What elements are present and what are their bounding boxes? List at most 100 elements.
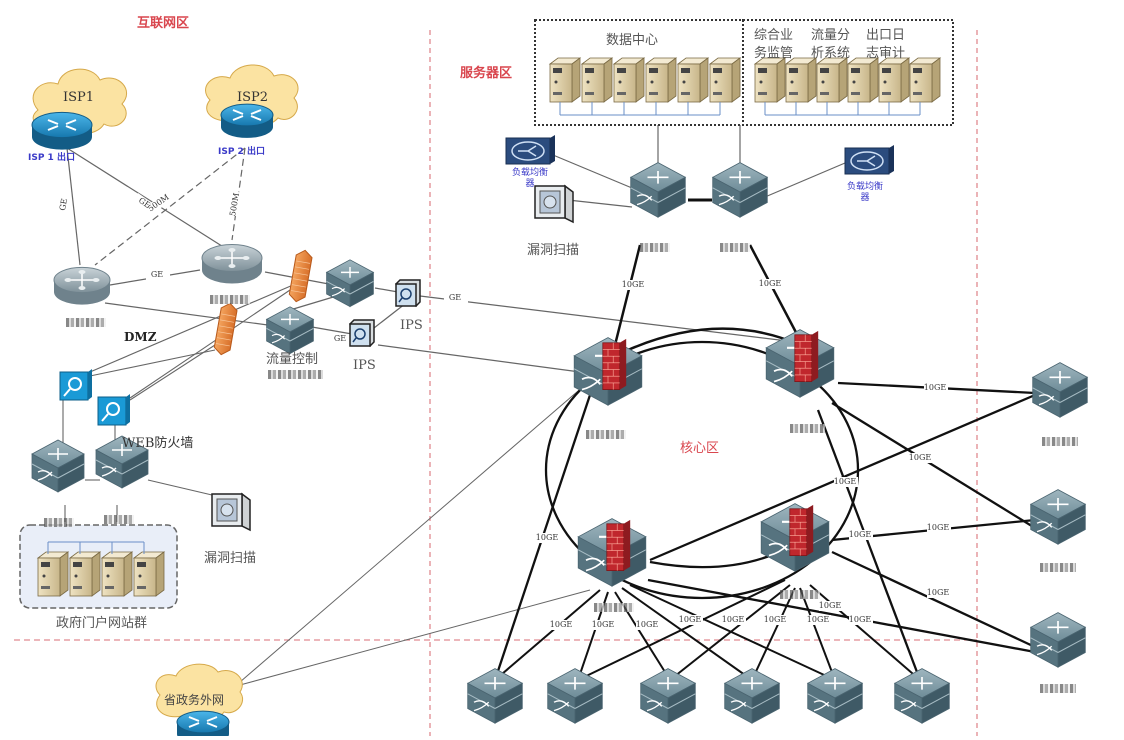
isp1-exit-label: ISP 1 出口 [28, 153, 75, 163]
isp2-name: ISP2 [237, 90, 269, 105]
svc-log-audit-label: 出口日 志审计 [866, 28, 906, 61]
core-firewall-switch-3-icon [577, 518, 647, 587]
portal-server-4-icon [132, 551, 166, 597]
edge-switch-1-icon [1031, 362, 1089, 418]
portal-server-1-icon [36, 551, 70, 597]
service-server-4-icon [846, 57, 880, 103]
service-server-6-icon [908, 57, 942, 103]
ips-2-label: IPS [353, 358, 376, 373]
web-firewall-2-icon [97, 394, 130, 426]
access-switch-5-icon [806, 668, 864, 724]
link-label: 10GE [722, 615, 745, 624]
obscured-label [720, 243, 750, 252]
link-label: 500M [228, 192, 241, 217]
link-label: 10GE [636, 620, 659, 629]
isp1-router-icon [31, 111, 93, 150]
link-label: GE [58, 198, 69, 212]
access-switch-2-icon [546, 668, 604, 724]
svc-supervision-label: 综合业 务监管 [754, 28, 794, 61]
obscured-label [640, 243, 670, 252]
vuln-scanner-server-icon [534, 184, 574, 224]
obscured-label [1042, 437, 1078, 446]
datacenter-server-4-icon [644, 57, 678, 103]
access-switch-4-icon [723, 668, 781, 724]
zone-title-core: 核心区 [680, 441, 720, 456]
lb-left-label: 负载均衡 器 [511, 168, 548, 189]
obscured-label [1040, 684, 1076, 693]
data-center-label: 数据中心 [606, 33, 659, 48]
obscured-label [104, 515, 134, 524]
obscured-label [268, 370, 323, 379]
link-label: GE [151, 270, 163, 279]
link-label: 10GE [819, 601, 842, 610]
link-label: GE [449, 293, 461, 302]
dmz-label: DMZ [124, 330, 157, 344]
load-balancer-right-icon [844, 145, 894, 175]
devices [31, 103, 1089, 740]
vuln-scan-left-label: 漏洞扫描 [204, 551, 257, 566]
link-label: 10GE [592, 620, 615, 629]
dmz-switch-1-icon [31, 439, 85, 493]
link-label: 10GE [764, 615, 787, 624]
access-switch-6-icon [893, 668, 951, 724]
link-label: 10GE [536, 533, 559, 542]
obscured-label [586, 430, 626, 439]
link-label: 10GE [679, 615, 702, 624]
dmz-firewall-icon [213, 302, 238, 356]
link-label: 10GE [807, 615, 830, 624]
link-label: 10GE [849, 530, 872, 539]
portal-server-2-icon [68, 551, 102, 597]
outer-firewall-icon [288, 249, 313, 303]
service-server-1-icon [753, 57, 787, 103]
core-firewall-switch-4-icon [760, 503, 830, 572]
link-label: 10GE [924, 383, 947, 392]
extranet-router-icon [176, 710, 230, 740]
portal-cluster-label: 政府门户网站群 [56, 616, 148, 631]
web-firewall-label: WEB防火墙 [122, 436, 194, 451]
service-server-2-icon [784, 57, 818, 103]
dmz-switch-2-icon [95, 435, 149, 489]
zone-title-internet: 互联网区 [137, 16, 190, 31]
link-label: 10GE [622, 280, 645, 289]
obscured-label [1040, 563, 1076, 572]
egress-router-2-icon [201, 244, 263, 284]
svc-traffic-analysis-label: 流量分 析系统 [811, 28, 851, 61]
datacenter-server-2-icon [580, 57, 614, 103]
link-label: 10GE [927, 523, 950, 532]
portal-server-3-icon [100, 551, 134, 597]
isp2-router-icon [220, 103, 274, 138]
access-switch-top-icon [325, 259, 375, 308]
extranet-label: 省政务外网 [164, 693, 225, 707]
ips-1-label: IPS [400, 318, 423, 333]
obscured-label [790, 424, 825, 433]
obscured-label [44, 518, 74, 527]
ips-1-icon [394, 279, 421, 308]
link-label: 10GE [909, 453, 932, 462]
datacenter-server-1-icon [548, 57, 582, 103]
flow-control-label: 流量控制 [266, 352, 319, 367]
link-label: 10GE [849, 615, 872, 624]
service-server-5-icon [877, 57, 911, 103]
edge-switch-3-icon [1029, 612, 1087, 668]
datacenter-server-3-icon [612, 57, 646, 103]
service-server-3-icon [815, 57, 849, 103]
zone-title-server: 服务器区 [460, 66, 513, 81]
server-groups [36, 57, 942, 597]
vuln-scanner-left-icon [211, 492, 251, 532]
edge-switch-2-icon [1029, 489, 1087, 545]
core-firewall-switch-1-icon [573, 337, 643, 406]
obscured-label [780, 590, 820, 599]
egress-router-1-icon [53, 266, 111, 305]
access-switch-1-icon [466, 668, 524, 724]
obscured-label [66, 318, 106, 327]
link-label: 10GE [927, 588, 950, 597]
datacenter-server-5-icon [676, 57, 710, 103]
vuln-scan-server-label: 漏洞扫描 [527, 243, 580, 258]
isp1-name: ISP1 [63, 90, 95, 105]
link-label: GE [334, 334, 346, 343]
core-firewall-switch-2-icon [765, 329, 835, 398]
link-label: 10GE [550, 620, 573, 629]
